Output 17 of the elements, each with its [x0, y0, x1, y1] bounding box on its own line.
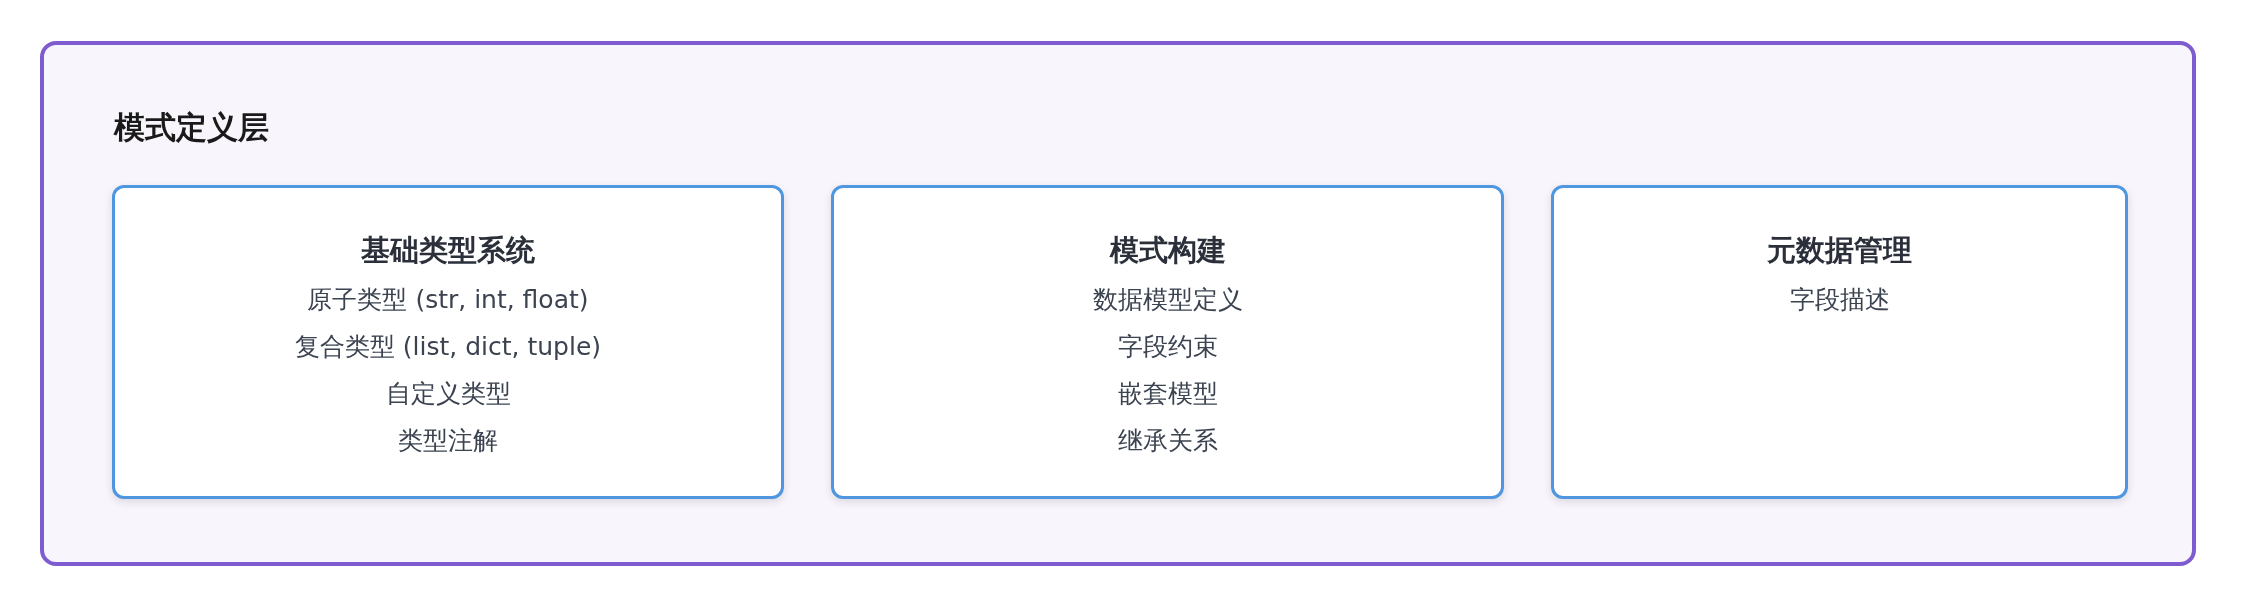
card-item: 原子类型 (str, int, float)	[307, 284, 589, 316]
card-title: 模式构建	[1109, 232, 1226, 269]
layer-title: 模式定义层	[114, 108, 269, 147]
card-title: 基础类型系统	[361, 232, 535, 269]
card-item: 类型注解	[398, 425, 498, 457]
module-card	[831, 185, 1504, 499]
card-item: 继承关系	[1117, 425, 1218, 457]
module-card	[112, 185, 784, 499]
card-item: 字段约束	[1117, 331, 1218, 363]
card-title: 元数据管理	[1767, 232, 1912, 269]
layer-panel	[40, 41, 2196, 566]
card-item: 字段描述	[1789, 284, 1890, 316]
card-item: 自定义类型	[385, 378, 511, 410]
card-item: 数据模型定义	[1092, 284, 1243, 316]
card-item: 嵌套模型	[1117, 378, 1218, 410]
card-item: 复合类型 (list, dict, tuple)	[294, 331, 602, 363]
module-card	[1551, 185, 2128, 499]
